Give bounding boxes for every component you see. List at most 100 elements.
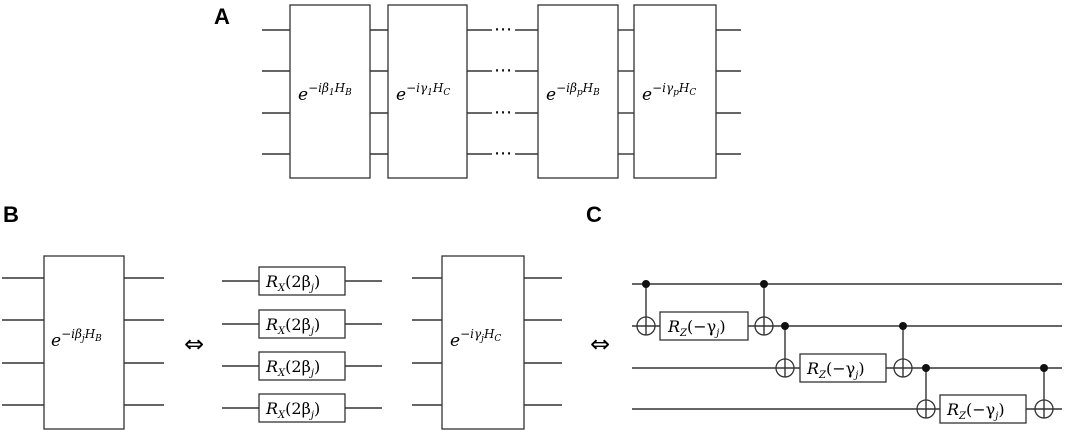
gate-arg: (2β [285,399,311,418]
gate-box [289,4,371,179]
cost-unitary-gate: e−iγjHC [412,255,562,430]
gate-name: R [265,399,278,418]
gate-box [441,255,525,430]
exp-sub: B [592,88,600,98]
cnot-gate [636,280,656,336]
gate-box [537,4,619,179]
unitary-gate-beta-p: e−iβpHB [537,4,619,179]
gate-box [939,394,1027,424]
gate-sub: X [277,326,286,337]
rx-gate: RX(2βj) [258,309,346,339]
gate-box [387,4,468,179]
gate-box [258,351,346,381]
exp-main: −iγ [652,81,674,95]
rx-gate: RX(2βj) [258,351,346,381]
exp-main: −iβ [308,81,329,95]
gate-name: R [806,359,819,378]
gate-sub: X [277,410,286,421]
gate-name: R [265,272,278,291]
unitary-gate-beta-1: e−iβ1HB [289,4,371,179]
gate-label: e−iβjHB [51,327,102,351]
gate-box [659,311,749,341]
exp-main: −iβ [556,81,577,95]
gate-arg-sub: j [309,326,314,337]
gate-label: RZ(−γj) [946,400,1005,422]
exp-main: −iβ [61,327,82,341]
exp-base: e [546,85,556,105]
exp-h: H [678,81,690,95]
gate-name: R [265,315,278,334]
rz-gate: RZ(−γj) [659,311,749,341]
gate-box [258,393,346,423]
gate-close: ) [858,359,864,378]
gate-label: e−iβ1HB [298,81,352,105]
gate-arg-sub: j [309,410,314,421]
panel-a-ellipses: ⋯ ⋯ ⋯ ⋯ [494,19,512,164]
exp-sub: j [80,334,85,344]
gate-label: e−iγ1HC [396,81,450,105]
ellipsis: ⋯ [494,143,512,164]
gate-close: ) [314,399,320,418]
exp-h: H [432,81,444,95]
gate-close: ) [719,317,725,336]
gate-label: e−iβpHB [546,81,600,105]
exp-sub: C [443,88,450,98]
gate-arg: (2β [285,315,311,334]
equivalence-symbol: ⇔ [184,330,204,358]
cnot-gate [893,322,913,378]
control-dot [760,280,768,288]
gate-close: ) [998,400,1004,419]
ellipsis: ⋯ [494,102,512,123]
gate-arg: (−γ [687,317,716,336]
control-dot [1040,364,1048,372]
gate-box [799,353,887,383]
gate-label: RZ(−γj) [667,317,726,339]
gate-close: ) [314,272,320,291]
exp-sub: B [344,88,352,98]
gate-sub: X [277,283,286,294]
gate-arg-sub: j [309,368,314,379]
unitary-gate-gamma-1: e−iγ1HC [387,4,468,179]
panel-c-wires [632,283,1062,410]
gate-name: R [265,357,278,376]
exp-base: e [642,85,652,105]
gate-close: ) [314,315,320,334]
rx-gate-column: RX(2βj) RX(2βj) RX(2βj) RX(2βj) [222,266,382,423]
panel-c-label: C [586,202,602,227]
panel-a-label: A [214,4,230,29]
gate-label: RX(2βj) [265,357,320,379]
control-dot [899,322,907,330]
exp-base: e [51,331,61,351]
panel-b: B e−iβjHB ⇔ RX(2βj [2,202,562,430]
exp-sub: j [479,334,484,344]
gate-label: RZ(−γj) [806,359,865,381]
exp-main: −iγ [460,327,482,341]
ellipsis: ⋯ [494,19,512,40]
gate-sub: X [277,368,286,379]
control-dot [781,322,789,330]
gate-box [633,4,717,179]
gate-arg-sub: j [714,328,719,339]
gate-label: e−iγpHC [642,81,696,105]
rz-gate: RZ(−γj) [939,394,1027,424]
gate-arg: (−γ [826,359,855,378]
gate-name: R [946,400,959,419]
equivalence-symbol: ⇔ [590,330,610,358]
control-dot [922,364,930,372]
exp-sub: C [689,88,696,98]
gate-label: RX(2βj) [265,272,320,294]
cnot-gate [754,280,774,336]
rx-gate: RX(2βj) [258,266,346,296]
gate-arg-sub: j [993,411,998,422]
gate-box [258,266,346,296]
gate-arg-sub: j [309,283,314,294]
mixer-unitary-gate: e−iβjHB [2,255,164,430]
gate-arg: (−γ [966,400,995,419]
gate-label: RX(2βj) [265,315,320,337]
gate-name: R [667,317,680,336]
panel-a-wires [262,29,741,155]
exp-base: e [450,331,460,351]
gate-label: RX(2βj) [265,399,320,421]
gate-close: ) [314,357,320,376]
